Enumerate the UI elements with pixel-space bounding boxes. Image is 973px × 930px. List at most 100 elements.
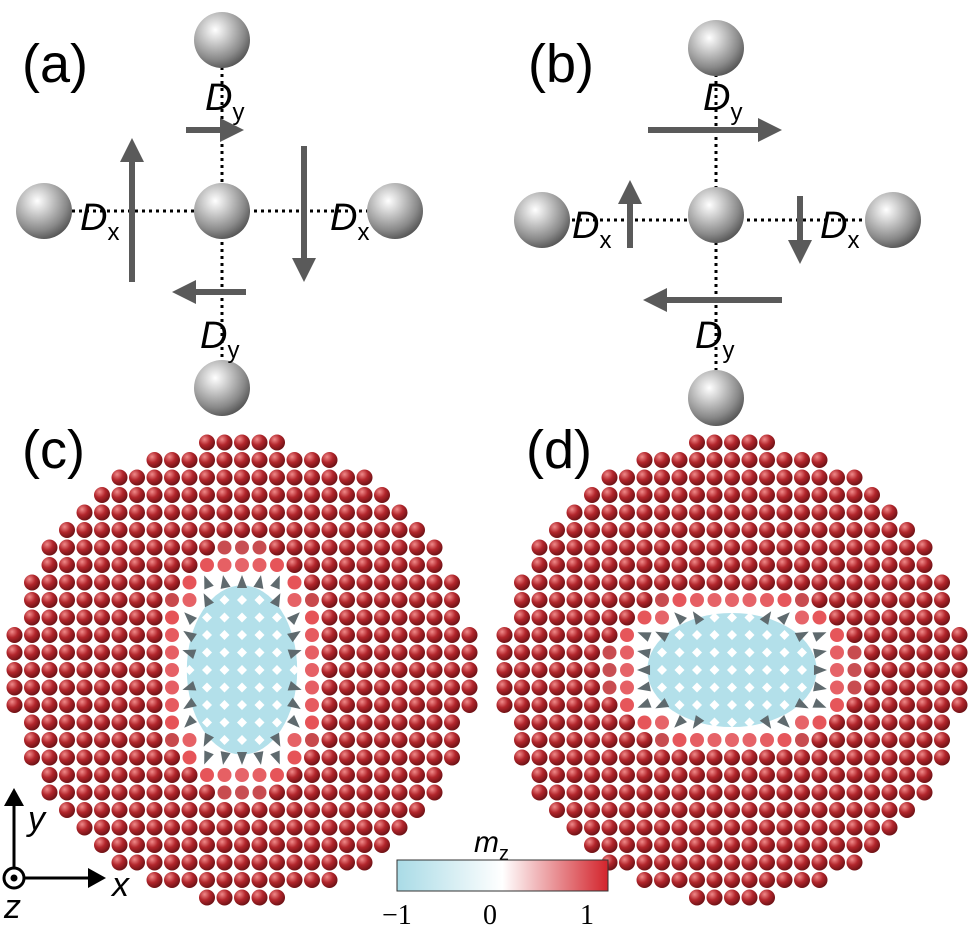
spin-up (636, 854, 653, 871)
spin-in-plane (203, 732, 215, 747)
spin-up (286, 854, 303, 871)
spin-up (181, 539, 198, 556)
spin-tilted (725, 733, 739, 747)
spin-up (41, 557, 58, 573)
spin-up (304, 522, 320, 538)
spin-down (779, 682, 790, 693)
spin-up (654, 539, 670, 556)
spin-up (636, 522, 653, 538)
spin-up (41, 627, 58, 643)
spin-up (776, 802, 793, 818)
spin-up (566, 784, 583, 801)
spin-up (811, 732, 828, 748)
spin-up (181, 784, 198, 801)
spin-up (811, 819, 828, 836)
spin-up (759, 522, 775, 538)
spin-up (304, 487, 320, 503)
spin-up (426, 767, 443, 783)
spin-up (601, 732, 618, 748)
spin-up (934, 679, 950, 696)
spin-up (304, 802, 320, 818)
spin-up (864, 522, 880, 538)
spin-up (111, 574, 128, 591)
spin-up (199, 539, 215, 556)
spin-up (881, 662, 898, 678)
spin-up (549, 662, 565, 678)
spin-up (146, 469, 163, 486)
spin-up (199, 802, 215, 818)
spin-up (426, 784, 443, 801)
spin-up (391, 504, 408, 521)
spin-up (339, 504, 355, 521)
spin-up (916, 539, 933, 556)
spin-up (689, 819, 705, 836)
spin-in-plane (287, 649, 302, 660)
spin-up (181, 452, 198, 468)
spin-down (709, 630, 720, 640)
spin-up (391, 557, 408, 573)
spin-tilted (847, 645, 862, 660)
spin-up (584, 714, 600, 731)
spin-down (709, 665, 720, 675)
spin-up (391, 714, 408, 731)
spin-down (237, 630, 247, 640)
spin-up (426, 679, 443, 696)
spin-up (916, 732, 933, 748)
spin-up (566, 522, 583, 538)
spin-up (706, 767, 723, 783)
spin-up (566, 644, 583, 661)
spin-up (794, 487, 810, 503)
spin-up (234, 872, 250, 888)
spin-up (374, 592, 390, 608)
spin-up (531, 644, 548, 661)
spin-up (356, 469, 373, 486)
spin-down (272, 665, 282, 675)
spin-up (741, 749, 758, 766)
spin-up (339, 662, 355, 678)
spin-in-plane (655, 697, 670, 709)
spin-up (741, 802, 758, 818)
spin-up (601, 784, 618, 801)
spin-up (286, 557, 303, 573)
spin-up (391, 767, 408, 783)
spin-tilted (305, 680, 319, 695)
spin-up (531, 697, 548, 713)
spin-up (321, 749, 338, 766)
spin-up (286, 487, 303, 503)
spin-down (289, 665, 300, 675)
spin-up (636, 872, 653, 888)
spin-up (846, 522, 863, 538)
spin-up (321, 679, 338, 696)
spin-up (881, 592, 898, 608)
colorbar-gradient (396, 859, 609, 892)
spin-in-plane (269, 732, 281, 747)
spin-up (94, 784, 110, 801)
spin-up (164, 522, 180, 538)
spin-up (829, 557, 845, 573)
spin-up (706, 872, 723, 888)
spin-up (619, 522, 635, 538)
spin-up (321, 504, 338, 521)
dy-label-top: Dy (703, 77, 742, 126)
spin-up (304, 504, 320, 521)
spin-up (129, 504, 145, 521)
spin-up (671, 487, 688, 503)
spin-up (899, 557, 915, 573)
spin-up (636, 837, 653, 853)
spin-up (514, 609, 530, 626)
spin-up (339, 469, 355, 486)
spin-in-plane (637, 632, 652, 642)
spin-up (374, 714, 390, 731)
spin-up (916, 714, 933, 731)
spin-up (94, 732, 110, 748)
spin-up (899, 522, 915, 538)
spin-tilted (742, 733, 757, 747)
spin-up (41, 574, 58, 591)
spin-up (566, 802, 583, 818)
spin-up (111, 697, 128, 713)
spin-tilted (200, 558, 214, 572)
spin-up (356, 854, 373, 871)
dx-label-right: Dx (330, 197, 369, 246)
spin-up (76, 819, 93, 836)
spin-up (356, 644, 373, 661)
